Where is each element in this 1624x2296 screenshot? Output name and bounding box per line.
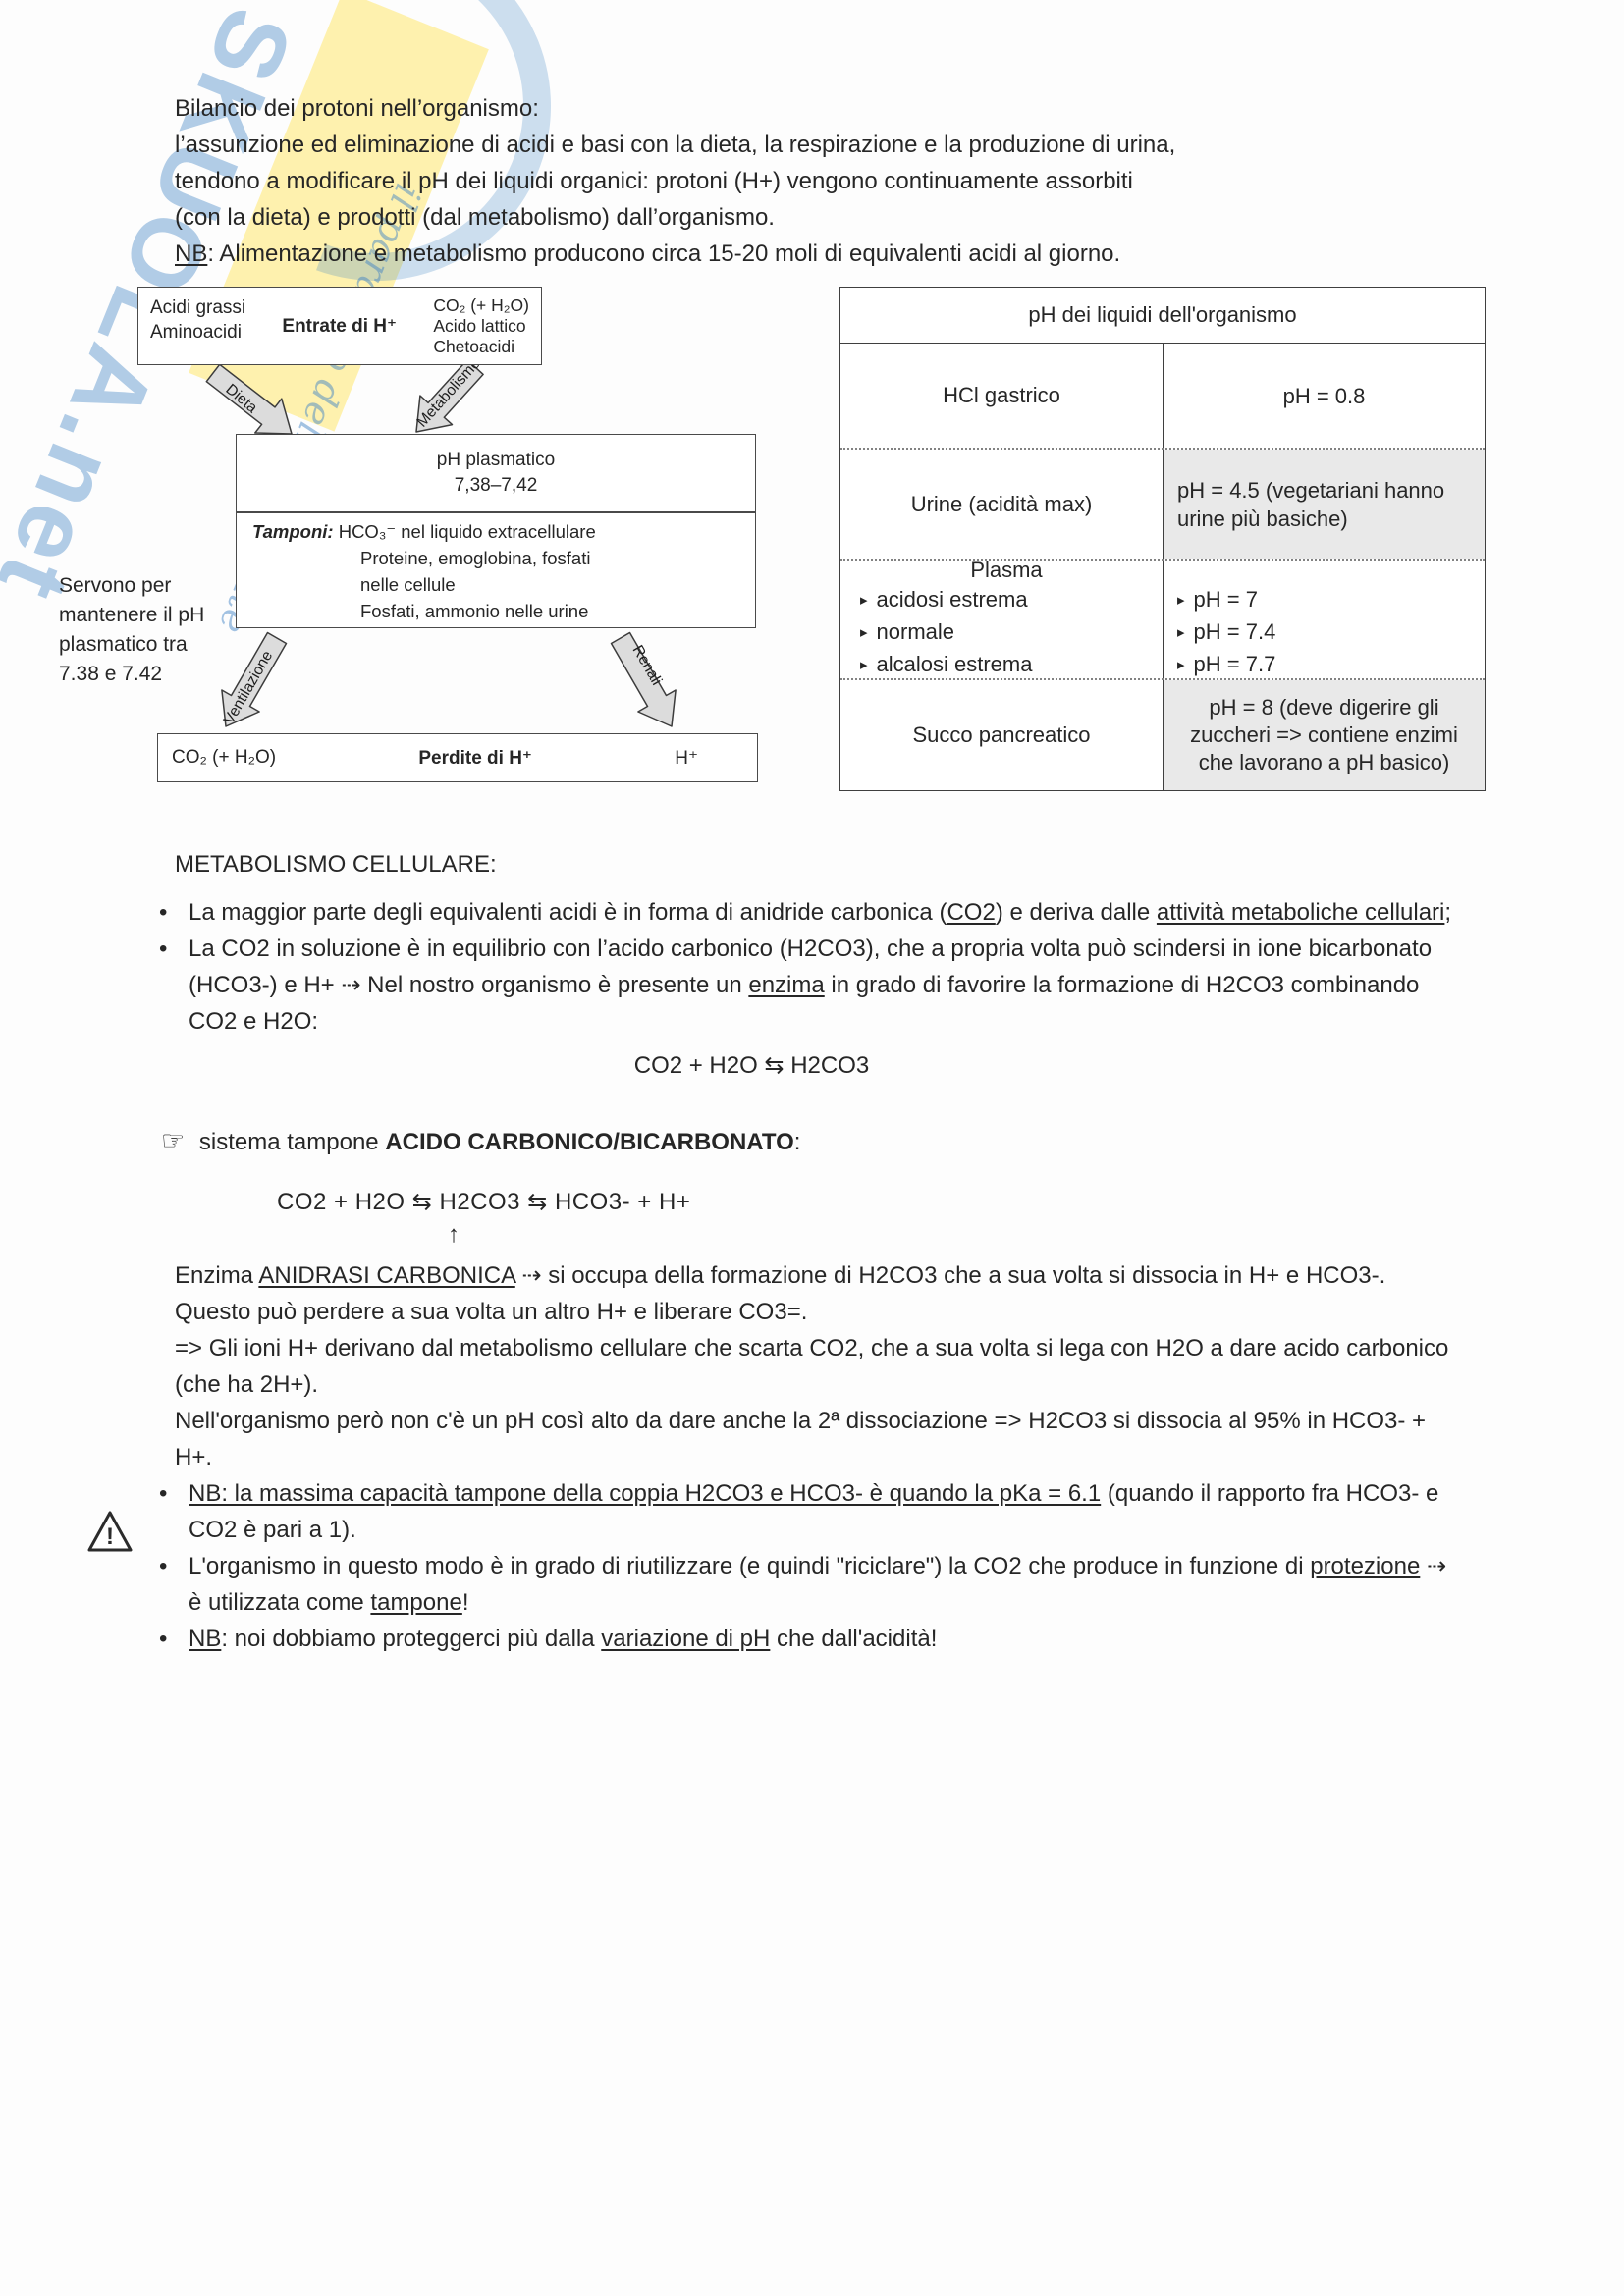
intro-line-2: l’assunzione ed eliminazione di acidi e …	[175, 132, 1176, 158]
buffer-system-name: ACIDO CARBONICO/BICARBONATO	[385, 1129, 794, 1155]
triangle-bullet-icon: ▸	[860, 591, 868, 609]
entrate-title: Entrate di H⁺	[282, 315, 398, 337]
ph-table-title: pH dei liquidi dell'organismo	[840, 288, 1485, 344]
warning-icon: !	[86, 1510, 134, 1558]
plasma-box: pH plasmatico 7,38–7,42	[236, 434, 756, 512]
intro-line-3: tendono a modificare il pH dei liquidi o…	[175, 168, 1133, 194]
plasma-range: 7,38–7,42	[454, 475, 538, 496]
inputs-left-column: Acidi grassi Aminoacidi	[150, 295, 245, 356]
intro-nb-line: NB: Alimentazione e metabolismo producon…	[175, 236, 1490, 272]
diagram-side-note: Servono per mantenere il pH plasmatico t…	[59, 574, 205, 685]
plasma-label: pH plasmatico	[436, 450, 556, 470]
inputs-acidi-grassi: Acidi grassi	[150, 297, 246, 318]
nb-label: NB	[175, 240, 208, 267]
tamponi-label: Tamponi:	[252, 521, 334, 542]
tamponi-line-3: nelle cellule	[360, 574, 456, 595]
cell-succo-ph: pH = 8 (deve digerire gli zuccheri => co…	[1163, 680, 1485, 790]
tamponi-line-4: Fosfati, ammonio nelle urine	[360, 601, 589, 621]
plasma-ph-normale: ▸pH = 7.4	[1177, 618, 1276, 644]
metabolismo-bullets: La maggior parte degli equivalenti acidi…	[159, 894, 1466, 1040]
ph-table: pH dei liquidi dell'organismo HCl gastri…	[839, 287, 1486, 791]
plasma-item-acidosi: ▸acidosi estrema	[860, 586, 1028, 612]
para-ioni-h: => Gli ioni H+ derivano dal metabolismo …	[175, 1335, 1449, 1398]
nb-text: : Alimentazione e metabolismo producono …	[207, 240, 1121, 267]
nb-bullets: NB: la massima capacità tampone della co…	[159, 1475, 1466, 1657]
outputs-box: CO₂ (+ H₂O) Perdite di H⁺ H⁺	[157, 733, 758, 782]
cell-plasma: Plasma ▸acidosi estrema ▸normale ▸alcalo…	[840, 557, 1163, 678]
plasma-item-normale: ▸normale	[860, 618, 955, 644]
triangle-bullet-icon: ▸	[1177, 656, 1185, 673]
inputs-aminoacidi: Aminoacidi	[150, 322, 242, 343]
cell-urine-ph: pH = 4.5 (vegetariani hanno urine più ba…	[1163, 450, 1485, 559]
intro-line-1: Bilancio dei protoni nell’organismo:	[175, 95, 539, 122]
equation-buffer-chain: CO2 + H2O ⇆ H2CO3 ⇆ HCO3- + H+	[277, 1189, 691, 1215]
plasma-ph-acidosi: ▸pH = 7	[1177, 586, 1258, 612]
bullet-co2-origine: La maggior parte degli equivalenti acidi…	[159, 894, 1466, 931]
inputs-chetoacidi: Chetoacidi	[433, 337, 515, 356]
inputs-co2: CO₂ (+ H₂O)	[433, 295, 529, 315]
renali-arrow	[610, 631, 677, 727]
intro-line-4: (con la dieta) e prodotti (dal metabolis…	[175, 204, 775, 231]
table-row-urine: Urine (acidità max) pH = 4.5 (vegetarian…	[840, 450, 1485, 561]
inputs-box: Acidi grassi Aminoacidi Entrate di H⁺ CO…	[137, 287, 542, 365]
cell-plasma-ph: ▸pH = 7 ▸pH = 7.4 ▸pH = 7.7	[1163, 561, 1485, 678]
bullet-co2-equilibrio: La CO2 in soluzione è in equilibrio con …	[159, 931, 1466, 1040]
cell-succo-pancreatico: Succo pancreatico	[912, 722, 1091, 747]
ventilazione-arrow	[221, 631, 288, 727]
outputs-co2: CO₂ (+ H₂O)	[172, 747, 277, 768]
perdite-title: Perdite di H⁺	[418, 747, 532, 769]
main-text: METABOLISMO CELLULARE: La maggior parte …	[159, 846, 1466, 1657]
triangle-bullet-icon: ▸	[860, 656, 868, 673]
table-row-succo: Succo pancreatico pH = 8 (deve digerire …	[840, 680, 1485, 790]
triangle-bullet-icon: ▸	[860, 623, 868, 641]
table-row-hcl: HCl gastrico pH = 0.8	[840, 344, 1485, 450]
up-arrow-icon: ↑	[448, 1221, 460, 1248]
cell-hcl-gastrico: HCl gastrico	[943, 383, 1060, 407]
tamponi-line-2: Proteine, emoglobina, fosfati	[360, 548, 591, 568]
proton-balance-diagram: Dieta Metabolismo Ventilazione Renali Ac…	[130, 287, 778, 792]
cell-urine: Urine (acidità max)	[910, 491, 1093, 516]
tamponi-box: Tamponi: HCO₃⁻ nel liquido extracellular…	[236, 512, 756, 628]
cell-hcl-ph: pH = 0.8	[1163, 344, 1485, 448]
bullet-pka: NB: la massima capacità tampone della co…	[159, 1475, 1466, 1548]
plasma-ph-alcalosi: ▸pH = 7.7	[1177, 651, 1276, 676]
plasma-item-alcalosi: ▸alcalosi estrema	[860, 651, 1033, 676]
tamponi-hco3: HCO₃⁻ nel liquido extracellulare	[333, 521, 596, 542]
table-row-plasma: Plasma ▸acidosi estrema ▸normale ▸alcalo…	[840, 557, 1485, 680]
para-anidrasi-carbonica: Enzima ANIDRASI CARBONICA ⇢ si occupa de…	[175, 1262, 1386, 1325]
bullet-riciclo-co2: L'organismo in questo modo è in grado di…	[159, 1548, 1466, 1621]
plasma-title: Plasma	[970, 557, 1043, 582]
metabolismo-arrow-label: Metabolismo	[413, 355, 483, 431]
buffer-system-line: ☞ sistema tampone ACIDO CARBONICO/BICARB…	[161, 1126, 801, 1155]
bullet-nb-variazione-ph: NB: noi dobbiamo proteggerci più dalla v…	[159, 1621, 1466, 1657]
equation-co2-h2co3: CO2 + H2O ⇆ H2CO3	[633, 1052, 870, 1079]
inputs-right-column: CO₂ (+ H₂O) Acido lattico Chetoacidi	[433, 295, 529, 356]
para-dissociazione: Nell'organismo però non c'è un pH così a…	[175, 1408, 1427, 1470]
inputs-acido-lattico: Acido lattico	[433, 316, 526, 336]
outputs-h: H⁺	[675, 747, 698, 769]
triangle-bullet-icon: ▸	[1177, 623, 1185, 641]
svg-text:!: !	[106, 1523, 114, 1550]
triangle-bullet-icon: ▸	[1177, 591, 1185, 609]
tamponi-line-1: Tamponi: HCO₃⁻ nel liquido extracellular…	[252, 518, 755, 545]
intro-paragraph: Bilancio dei protoni nell’organismo: l’a…	[175, 90, 1490, 272]
section-heading-metabolismo: METABOLISMO CELLULARE:	[175, 851, 497, 878]
pointing-hand-icon: ☞	[161, 1126, 186, 1155]
